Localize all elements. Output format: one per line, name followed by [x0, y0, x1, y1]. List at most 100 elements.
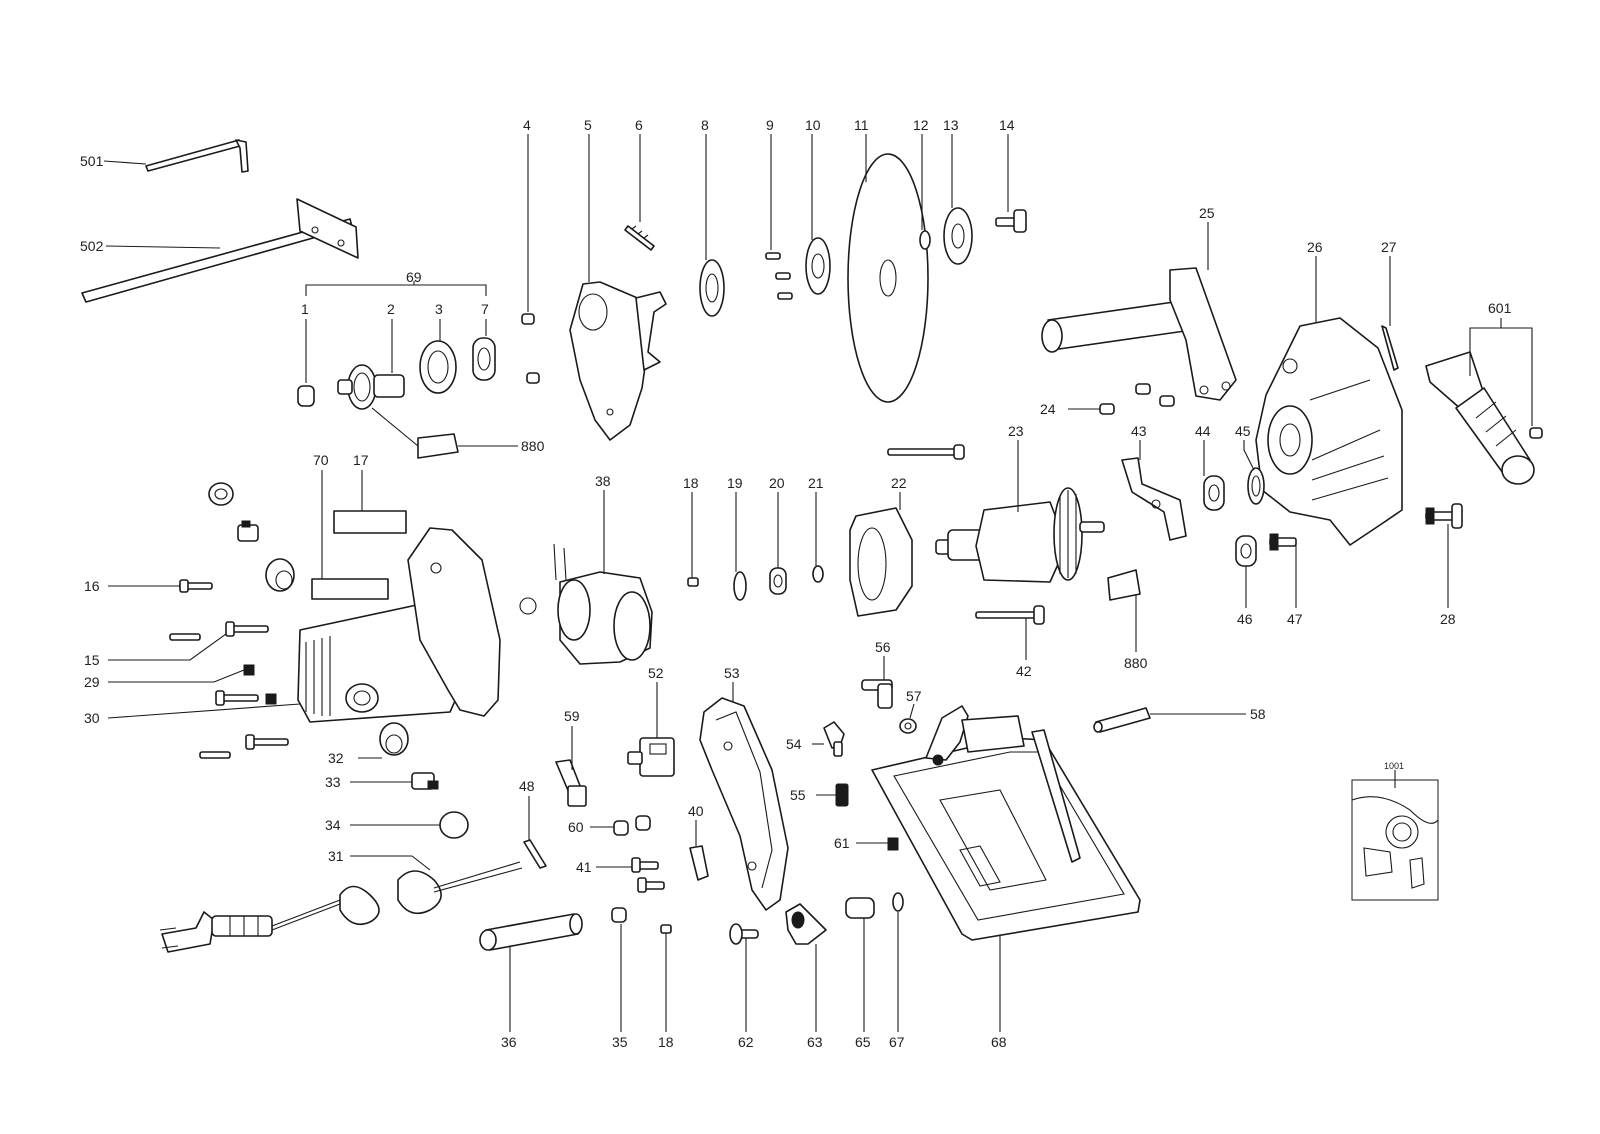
- part-31-power-cord: 31: [159, 848, 523, 953]
- callout-2: 2: [387, 301, 395, 317]
- callout-9: 9: [766, 117, 774, 133]
- part-65-sleeve: 65: [845, 897, 875, 1050]
- callout-35: 35: [612, 1034, 628, 1050]
- callout-45: 45: [1235, 423, 1251, 439]
- callout-5: 5: [584, 117, 592, 133]
- part-13-outer-flange: 13: [943, 117, 973, 265]
- part-3-bearing: 3: [419, 301, 457, 394]
- callout-68: 68: [991, 1034, 1007, 1050]
- part-52-switch: 52: [627, 665, 675, 777]
- part-17-label: 17: [333, 452, 407, 534]
- part-601-dust-adapter: 601: [1425, 300, 1543, 485]
- callout-61: 61: [834, 835, 850, 851]
- part-42-long-bolt: 42: [975, 605, 1045, 679]
- part-63-lever: 63: [785, 903, 827, 1050]
- part-22-air-guide: 22: [849, 475, 913, 617]
- part-28-screw: 28: [1425, 503, 1463, 627]
- part-55-spring: 55: [790, 783, 849, 807]
- part-12-washer: 12: [913, 117, 931, 250]
- callout-26: 26: [1307, 239, 1323, 255]
- part-68-base-plate: 68: [871, 705, 1141, 1050]
- part-35-screw: 35: [611, 907, 628, 1050]
- callout-24: 24: [1040, 401, 1056, 417]
- callout-42: 42: [1016, 663, 1032, 679]
- part-41-screws: 41: [576, 857, 665, 893]
- callout-38: 38: [595, 473, 611, 489]
- part-44-bearing: 44: [1195, 423, 1225, 511]
- callout-58: 58: [1250, 706, 1266, 722]
- callout-33: 33: [325, 774, 341, 790]
- callout-4: 4: [523, 117, 531, 133]
- part-48-cable-terminal: 48: [519, 778, 547, 869]
- part-16-screw: 16: [84, 578, 213, 594]
- callout-67: 67: [889, 1034, 905, 1050]
- callout-69: 69: [406, 269, 422, 285]
- part-long-bolt-upper: [887, 444, 965, 460]
- callout-16: 16: [84, 578, 100, 594]
- callout-13: 13: [943, 117, 959, 133]
- part-502-parallel-guide: 502: [80, 198, 359, 303]
- part-59-cable-clamp: 59: [555, 708, 587, 807]
- callout-46: 46: [1237, 611, 1253, 627]
- callout-10: 10: [805, 117, 821, 133]
- callout-23: 23: [1008, 423, 1024, 439]
- callout-880-left: 880: [521, 438, 545, 454]
- callout-31: 31: [328, 848, 344, 864]
- part-9-screws: 9: [765, 117, 793, 300]
- part-58-pin: 58: [1093, 706, 1266, 733]
- callout-11: 11: [854, 117, 869, 133]
- callout-18-lower: 18: [658, 1034, 674, 1050]
- callout-52: 52: [648, 665, 664, 681]
- callout-601: 601: [1488, 300, 1512, 316]
- part-27-clip: 27: [1381, 239, 1399, 371]
- part-46-bearing: 46: [1235, 535, 1257, 627]
- part-motor-housing-screws: [199, 690, 289, 759]
- callout-3: 3: [435, 301, 443, 317]
- part-880-wedge-right: 880: [1107, 569, 1148, 671]
- part-1-nut: 1: [297, 301, 315, 407]
- callout-32: 32: [328, 750, 344, 766]
- part-40-clip: 40: [688, 803, 709, 881]
- callout-18-upper: 18: [683, 475, 699, 491]
- part-26-gear-housing: 26: [1255, 239, 1403, 546]
- callout-62: 62: [738, 1034, 754, 1050]
- part-23-armature: 23: [935, 423, 1105, 583]
- callout-7: 7: [481, 301, 489, 317]
- callout-501: 501: [80, 153, 104, 169]
- callout-17: 17: [353, 452, 369, 468]
- part-53-handle-shell: 53: [699, 665, 789, 911]
- callout-43: 43: [1131, 423, 1147, 439]
- callout-70: 70: [313, 452, 329, 468]
- part-6-spring: 6: [624, 117, 655, 251]
- callout-53: 53: [724, 665, 740, 681]
- part-18-pin-upper: 18: [683, 475, 699, 587]
- callout-19: 19: [727, 475, 743, 491]
- callout-65: 65: [855, 1034, 871, 1050]
- callout-60: 60: [568, 819, 584, 835]
- callout-1001: 1001: [1384, 761, 1404, 771]
- part-60-screws: 60: [568, 815, 651, 836]
- part-4-screws: 4: [521, 117, 540, 384]
- callout-21: 21: [808, 475, 824, 491]
- part-14-blade-bolt: 14: [995, 117, 1027, 233]
- part-carbon-brush-upper: [237, 520, 259, 542]
- group-69-bracket: 69: [305, 269, 487, 296]
- part-62-pin: 62: [729, 923, 759, 1050]
- callout-14: 14: [999, 117, 1015, 133]
- callout-29: 29: [84, 674, 100, 690]
- callout-36: 36: [501, 1034, 517, 1050]
- callout-54: 54: [786, 736, 802, 752]
- part-501-hex-key: 501: [80, 139, 249, 173]
- callout-47: 47: [1287, 611, 1303, 627]
- part-54-wing-knob: 54: [786, 721, 845, 757]
- part-brush-holder-upper: [265, 558, 295, 592]
- callout-34: 34: [325, 817, 341, 833]
- part-30-motor-housing: 30: [84, 527, 501, 726]
- part-2-gear-shaft: 2: [337, 301, 405, 410]
- part-34-brush-cap: 34: [325, 811, 469, 839]
- part-brush-holder-cap: [208, 482, 234, 506]
- part-43-lever-plate: 43: [1121, 423, 1187, 541]
- part-38-field-coil: 38: [519, 473, 653, 665]
- callout-8: 8: [701, 117, 709, 133]
